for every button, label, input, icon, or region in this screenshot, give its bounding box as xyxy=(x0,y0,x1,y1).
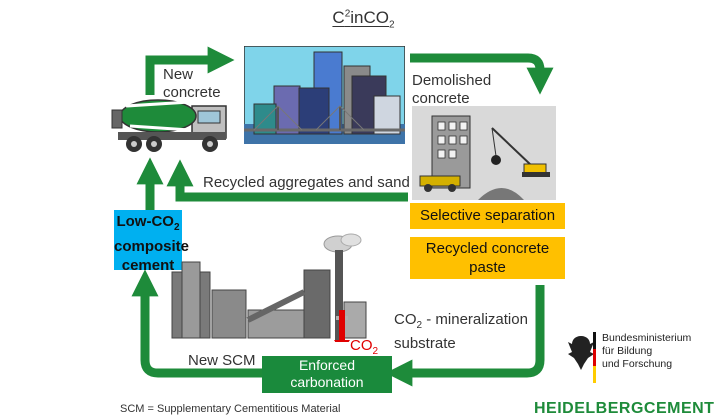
arrow-city-to-demolition xyxy=(410,53,554,95)
federal-eagle-icon xyxy=(568,332,596,383)
low-co2-cement-box: Low-CO2 composite cement xyxy=(114,210,189,274)
recycled-aggregates-label: Recycled aggregates and sand xyxy=(203,174,410,191)
mixer-truck-icon xyxy=(111,99,227,152)
footnote: SCM = Supplementary Cementitious Materia… xyxy=(120,403,341,415)
new-scm-label: New SCM xyxy=(188,352,256,369)
demolition-excavator-icon xyxy=(412,106,556,200)
factory-icon xyxy=(171,233,367,342)
city-bridge-icon xyxy=(244,46,405,144)
co2-mineralization-label: CO2 - mineralization substrate xyxy=(394,311,528,352)
diagram-title: C2inCO2 xyxy=(332,8,395,31)
selective-separation-box: Selective separation xyxy=(410,203,565,229)
arrow-truck-to-city xyxy=(145,46,235,95)
co2-emission-label: CO2 xyxy=(350,337,379,357)
arrow-aggregates-to-truck xyxy=(166,159,408,202)
heidelbergcement-logo: HEIDELBERGCEMENT xyxy=(534,400,715,417)
arrow-scm-to-cement xyxy=(131,269,262,378)
arrow-paste-to-carbonation xyxy=(385,285,545,387)
